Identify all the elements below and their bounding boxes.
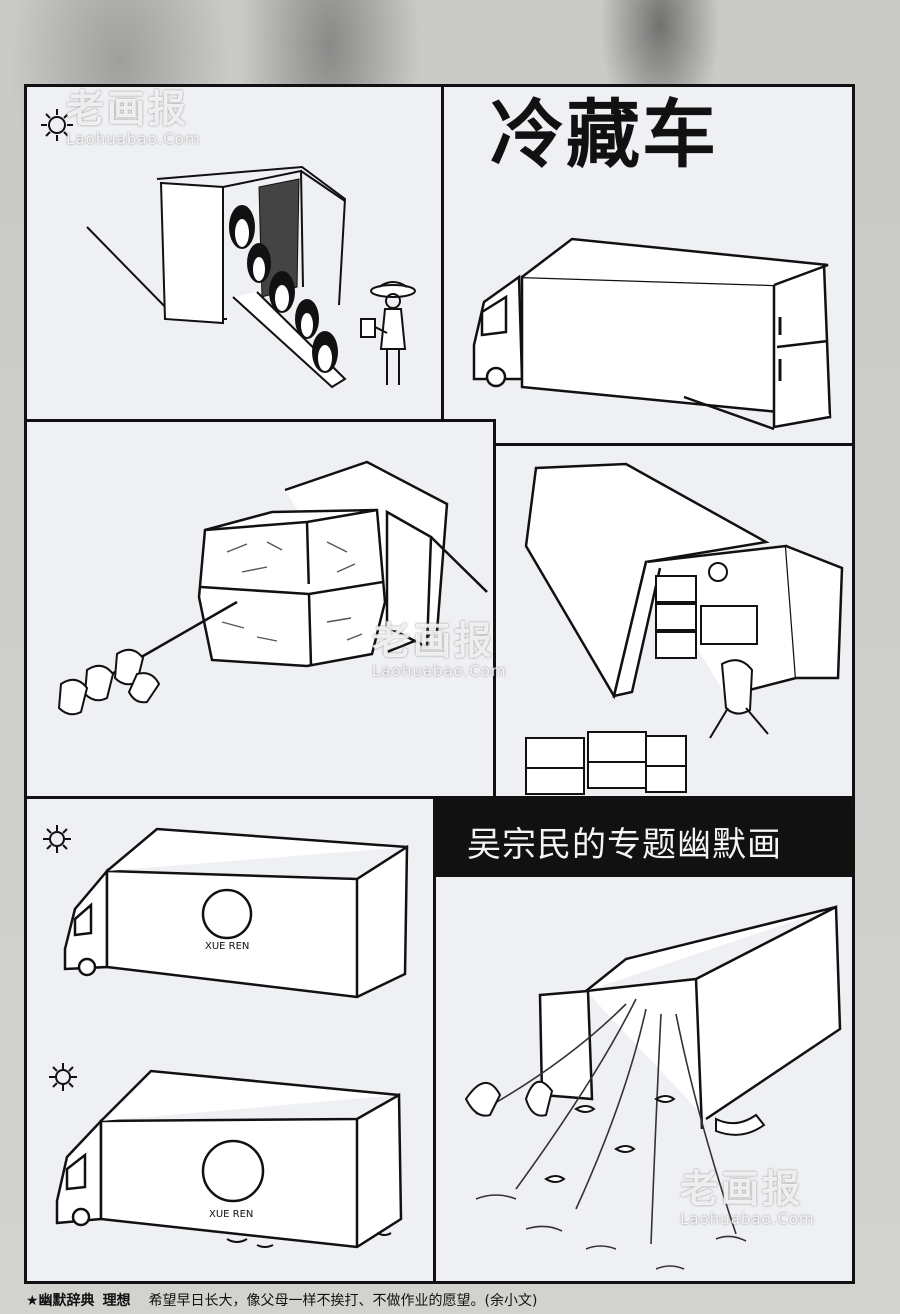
caption-tag: ★幽默辞典 (26, 1293, 95, 1309)
watermark-site-center: Laohuabao.Com (372, 662, 507, 680)
watermark-logo-bottom: 老画报 (680, 1167, 804, 1211)
series-banner: 吴宗民的专题幽默画 (433, 799, 855, 877)
watermark-site-bottom: Laohuabao.Com (680, 1210, 815, 1228)
boxes-scene (524, 462, 844, 795)
sun-icon (43, 825, 71, 853)
fish-icon (544, 1095, 676, 1183)
watermark-site: Laohuabao.Com (66, 130, 201, 148)
worker-figure (708, 562, 769, 739)
ice-block-icon (197, 508, 387, 668)
panel-ice-boxes-unloading (493, 443, 855, 799)
ice-pull-scene (57, 460, 488, 716)
watermark-logo-center: 老画报 (372, 619, 496, 663)
panel-ice-block-pulled (24, 419, 496, 799)
panel-closed-trucks: XUE REN XUE REN (24, 796, 436, 1284)
caption-term: 理想 (102, 1293, 131, 1309)
caption-definition: 希望早日长大，像父母一样不挨打、不做作业的愿望。(余小文) (148, 1293, 538, 1309)
watermark-top-left: 老画报 Laohuabao.Com (66, 90, 201, 148)
page-title: 冷藏车 (490, 92, 718, 178)
watermark-center: 老画报 Laohuabao.Com (372, 622, 507, 680)
sun-icon (41, 109, 73, 141)
watermark-bottom-right: 老画报 Laohuabao.Com (680, 1170, 815, 1228)
closed-trucks-drawing: XUE REN XUE REN (43, 825, 409, 1249)
clerk-figure (360, 281, 416, 385)
panel-penguins-unloading (24, 84, 444, 422)
sun-icon (49, 1063, 77, 1091)
flood-scene (464, 904, 842, 1270)
humor-dictionary-caption: ★幽默辞典理想 希望早日长大，像父母一样不挨打、不做作业的愿望。(余小文) (26, 1294, 538, 1308)
penguin-icon (229, 205, 338, 373)
fridge-truck-drawing (472, 237, 832, 431)
snowman-badge-icon (201, 888, 253, 940)
ice-block-icon (525, 575, 758, 795)
penguin-icon (57, 648, 161, 716)
truck-badge-label-second: XUE REN (209, 1209, 253, 1220)
truck-badge-label: XUE REN (205, 941, 249, 952)
panel-title-truck (441, 84, 855, 446)
watermark-logo: 老画报 (66, 87, 190, 131)
series-banner-text: 吴宗民的专题幽默画 (467, 825, 782, 865)
penguin-icon (464, 1080, 766, 1136)
penguins-scene (41, 109, 416, 389)
panel-melting-flood (433, 796, 855, 1284)
